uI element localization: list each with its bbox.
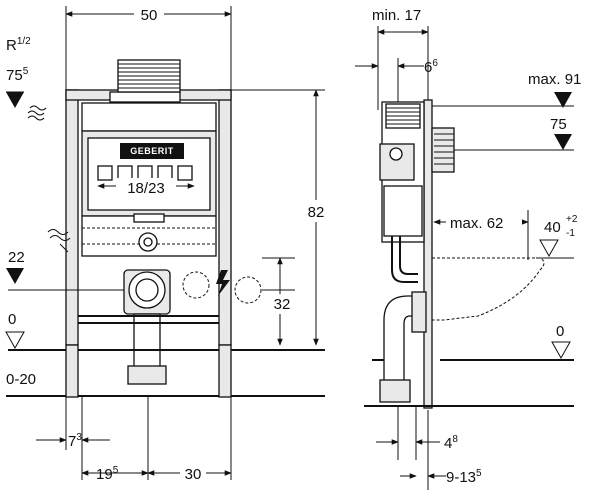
cistern-top-triangle-icon: [554, 134, 572, 150]
actuator-button: [137, 165, 153, 181]
brand-logo: [120, 143, 184, 159]
frame-right-upright: [218, 89, 232, 346]
brand-logo-text: GEBERIT: [130, 146, 174, 156]
floor-level-triangle-icon: [5, 331, 25, 350]
wc-bowl-outline: [432, 257, 545, 321]
water-inlet-wave-icon: [27, 105, 47, 121]
alt-drain-position: [182, 271, 210, 299]
dim-pipe-offset: 48: [444, 434, 458, 452]
alt-drain-position: [234, 276, 262, 304]
dim-bottom-width: 30: [185, 466, 202, 483]
dim-flush-plate-spacing: 18/23: [127, 180, 165, 197]
dim-bottom-offset: 195: [96, 465, 119, 483]
actuator-button: [97, 165, 113, 181]
inlet-level-triangle-icon: [6, 92, 24, 108]
finished-floor-label: 0: [8, 311, 16, 328]
dim-width-total: 50: [141, 7, 158, 24]
front-view: 50 R1/2 755 GEBERIT 1: [5, 4, 329, 483]
inlet-height-label: 755: [6, 66, 29, 84]
dim-wall-range: 9-135: [446, 468, 482, 486]
lightning-icon: [216, 270, 230, 296]
drain-level-triangle-icon: [6, 268, 24, 284]
dim-left-offset: 73: [68, 432, 82, 450]
side-view: min. 17 66 max. 91 75: [355, 7, 581, 490]
side-floor-triangle-icon: [551, 341, 571, 360]
bowl-height-label: 40: [544, 219, 561, 236]
svg-text:+2: +2: [566, 214, 578, 225]
bowl-height-triangle-icon: [539, 239, 559, 258]
dim-drain-height: 32: [274, 296, 291, 313]
max-height-triangle-icon: [554, 92, 572, 108]
actuator-button: [117, 165, 133, 181]
drain-level-label: 22: [8, 249, 25, 266]
frame-left-upright: [65, 89, 79, 346]
dim-height-total: 82: [308, 204, 325, 221]
wall-frame: [423, 99, 433, 409]
side-floor-label: 0: [556, 323, 564, 340]
floor-range-label: 0-20: [6, 371, 36, 388]
actuator-button: [177, 165, 193, 181]
actuator-button: [157, 165, 173, 181]
water-supply-icon: [47, 229, 71, 253]
min-depth-label: min. 17: [372, 7, 421, 24]
max-height-label: max. 91: [528, 71, 581, 88]
max-projection-label: max. 62: [450, 215, 503, 232]
thread-size-label: R1/2: [6, 36, 31, 54]
dim-offset: 66: [424, 58, 438, 76]
cistern-top-label: 75: [550, 116, 567, 133]
svg-text:-1: -1: [566, 228, 575, 239]
